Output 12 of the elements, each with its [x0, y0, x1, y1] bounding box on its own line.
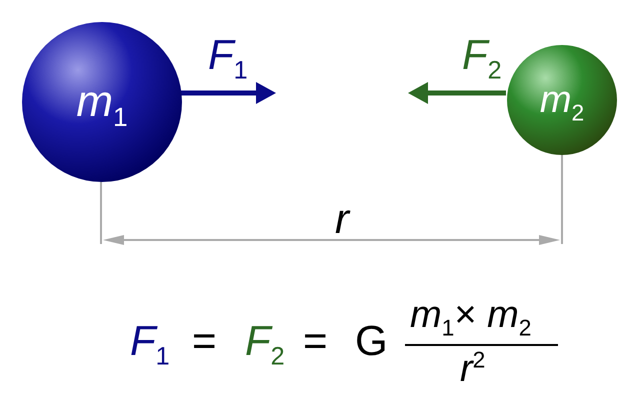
equals-sign: =	[192, 320, 217, 362]
equals-sign: =	[303, 320, 328, 362]
force-label: F$_{1}$	[208, 34, 248, 76]
mass-sphere: m$_{2}$	[507, 45, 617, 155]
fraction-numerator: m$_{1}$× m$_{2}$	[410, 296, 532, 334]
mass-sphere: m$_{1}$	[22, 22, 182, 182]
force-label: F$_{2}$	[462, 34, 502, 76]
formula-symbol: F$_{2}$	[245, 320, 285, 362]
distance-label: r	[335, 198, 349, 240]
formula-symbol: F$_{1}$	[130, 320, 170, 362]
formula-symbol: G	[355, 320, 388, 362]
fraction-denominator: r$^{2}$	[460, 350, 486, 388]
